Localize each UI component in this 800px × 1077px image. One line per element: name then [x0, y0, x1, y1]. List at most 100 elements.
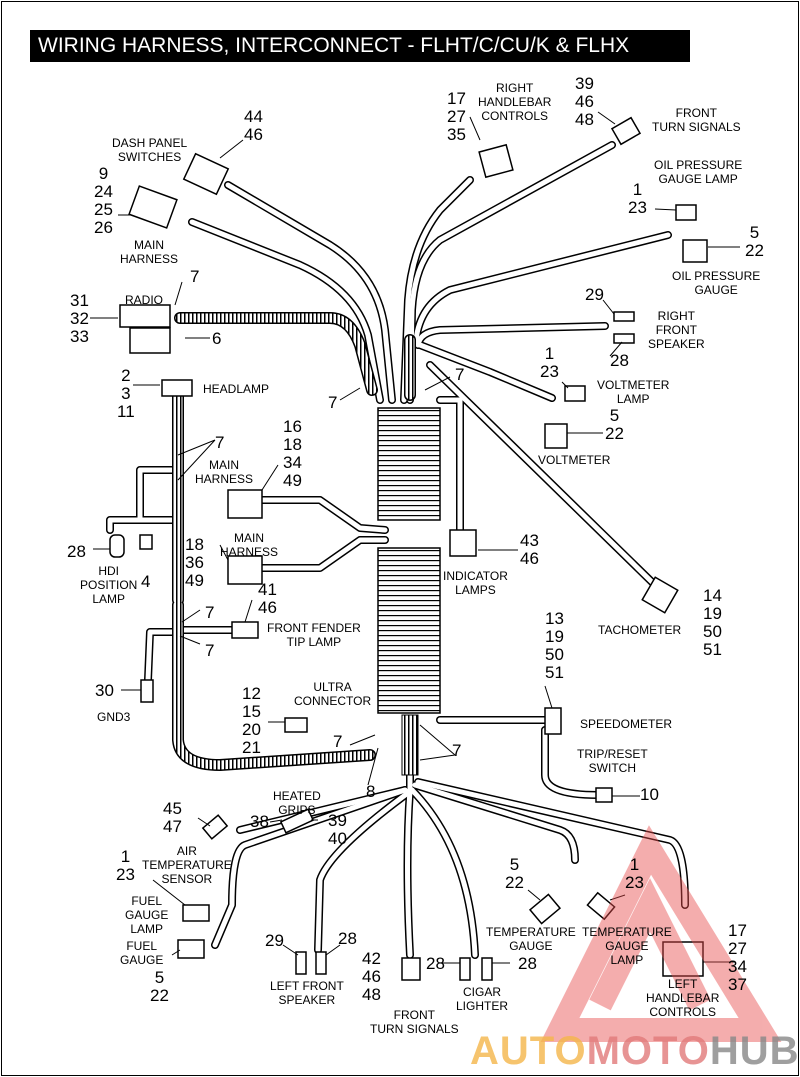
strap-cap: 8: [366, 782, 376, 801]
speedometer-connector: [544, 707, 562, 735]
temp-gauge-connector: [528, 893, 562, 925]
refs-voltmeter: 5 22: [605, 406, 624, 443]
ref-cigar-b: 28: [518, 954, 537, 973]
ref-heated-grips-b: 39 40: [328, 811, 347, 848]
label-gnd3: GND3: [97, 710, 131, 724]
watermark-text: AUTOMOTOHUB: [470, 1029, 800, 1073]
fender-tip-connector: [231, 621, 259, 639]
strap-headlamp: 7: [215, 433, 225, 452]
ref-left-speaker-b: 28: [338, 929, 357, 948]
main-harness-top-connector: [128, 185, 178, 229]
refs-main-harness-mid: 16 18 34 49: [283, 417, 302, 490]
refs-tachometer: 14 19 50 51: [703, 586, 722, 659]
fuel-lamp-connector: [182, 904, 210, 922]
refs-front-turn-top: 39 46 48: [575, 74, 594, 129]
label-tachometer: TACHOMETER: [598, 623, 682, 637]
voltmeter-connector: [544, 423, 568, 449]
refs-voltmeter-lamp: 1 23: [540, 344, 559, 381]
label-main-harness-low: MAIN HARNESS: [220, 531, 279, 559]
main-trunk-lower: [377, 547, 441, 714]
tachometer-connector: [641, 576, 679, 614]
label-air-temp-sensor: AIR TEMPERATURE SENSOR: [142, 844, 232, 886]
main-harness-low-connector: [227, 555, 263, 585]
strap-lower-right: 7: [452, 741, 462, 760]
label-oil-pressure-lamp: OIL PRESSURE GAUGE LAMP: [654, 158, 743, 186]
right-handlebar-connector: [478, 143, 514, 179]
dash-panel-switches-connector: [182, 152, 230, 196]
label-heated-grips: HEATED GRIPS: [273, 789, 321, 817]
main-harness-mid-connector: [227, 489, 263, 519]
diagram-title: WIRING HARNESS, INTERCONNECT - FLHT/C/CU…: [30, 30, 690, 62]
heated-grips-connector: [279, 808, 315, 834]
gnd3-connector: [140, 679, 154, 703]
refs-main-harness-top: 9 24 25 26: [94, 164, 113, 237]
label-temperature-gauge-lamp: TEMPERATURE GAUGE LAMP: [582, 925, 672, 967]
air-temp-connector: [201, 814, 229, 840]
strap-radio: 7: [190, 267, 200, 286]
label-fuel-gauge: FUEL GAUGE: [120, 939, 164, 967]
label-headlamp: HEADLAMP: [203, 382, 270, 396]
refs-fuel-gauge: 5 22: [150, 968, 169, 1005]
label-speedometer: SPEEDOMETER: [580, 717, 673, 731]
label-voltmeter: VOLTMETER: [538, 453, 611, 467]
front-turn-signals-top-connector: [610, 116, 642, 146]
label-trip-reset-switch: TRIP/RESET SWITCH: [577, 747, 648, 775]
refs-fuel-gauge-lamp: 1 23: [116, 847, 135, 884]
refs-air-temp: 45 47: [163, 799, 182, 836]
label-fender-tip-lamp: FRONT FENDER TIP LAMP: [267, 621, 361, 649]
label-main-harness-top: MAIN HARNESS: [120, 238, 179, 266]
label-main-harness-mid: MAIN HARNESS: [195, 458, 254, 486]
ref-main-harness-low-extra: 41: [258, 580, 277, 599]
label-right-front-speaker: RIGHT FRONT SPEAKER: [648, 309, 705, 351]
label-temperature-gauge: TEMPERATURE GAUGE: [486, 925, 576, 953]
label-indicator-lamps: INDICATOR LAMPS: [443, 569, 508, 597]
label-left-front-speaker: LEFT FRONT SPEAKER: [270, 979, 344, 1007]
label-left-handlebar: LEFT HANDLEBAR CONTROLS: [646, 977, 720, 1019]
label-voltmeter-lamp: VOLTMETER LAMP: [597, 378, 670, 406]
radio-connector: [119, 304, 171, 328]
strap-upper-right: 7: [455, 365, 465, 384]
refs-headlamp: 2 3 11: [117, 366, 135, 421]
refs-ultra-connector: 12 15 20 21: [242, 684, 261, 757]
label-cigar-lighter: CIGAR LIGHTER: [456, 985, 509, 1013]
refs-oil-pressure-lamp: 1 23: [628, 180, 647, 217]
strap-upper-left: 7: [328, 393, 338, 412]
ref-cigar-a: 28: [426, 954, 445, 973]
ref-hdi-lamp-a: 28: [67, 542, 86, 561]
fuel-gauge-connector: [177, 939, 205, 959]
label-oil-pressure-gauge: OIL PRESSURE GAUGE: [672, 269, 761, 297]
label-radio: RADIO: [125, 293, 164, 307]
label-dash-panel-switches: DASH PANEL SWITCHES: [112, 136, 188, 164]
refs-right-handlebar: 17 27 35: [447, 89, 466, 144]
left-handlebar-connector: [662, 941, 704, 977]
refs-radio: 31 32 33: [70, 291, 89, 346]
headlamp-connector: [161, 379, 193, 397]
refs-gnd3: 30: [95, 681, 114, 700]
refs-temp-gauge-lamp: 1 23: [625, 855, 644, 892]
temp-lamp-connector: [586, 891, 616, 921]
turn-signals-bottom-connector: [401, 957, 421, 981]
ref-hdi-lamp-b: 4: [141, 572, 151, 591]
strap-fender-b: 7: [205, 641, 215, 660]
label-front-turn-top: FRONT TURN SIGNALS: [652, 106, 741, 134]
indicator-lamps-connector: [449, 529, 477, 557]
oil-pressure-lamp-connector: [675, 204, 697, 221]
refs-front-turn-bottom: 42 46 48: [362, 949, 381, 1004]
refs-speedometer: 13 19 50 51: [545, 609, 564, 682]
strap-fender-a: 7: [205, 603, 215, 622]
refs-indicator-lamps: 43 46: [520, 531, 539, 568]
oil-pressure-gauge-connector: [682, 239, 708, 263]
refs-fender-tip: 46: [258, 598, 277, 617]
label-hdi-position-lamp: HDI POSITION LAMP: [80, 564, 138, 606]
ref-left-speaker-a: 29: [265, 931, 284, 950]
label-fuel-gauge-lamp: FUEL GAUGE LAMP: [125, 894, 169, 936]
ref-right-speaker-b: 28: [610, 351, 629, 370]
refs-trip-reset: 10: [640, 785, 659, 804]
strap-lower-left: 7: [333, 732, 343, 751]
trip-reset-switch: [595, 787, 613, 803]
ultra-connector: [284, 717, 308, 733]
label-right-handlebar: RIGHT HANDLEBAR CONTROLS: [478, 81, 552, 123]
